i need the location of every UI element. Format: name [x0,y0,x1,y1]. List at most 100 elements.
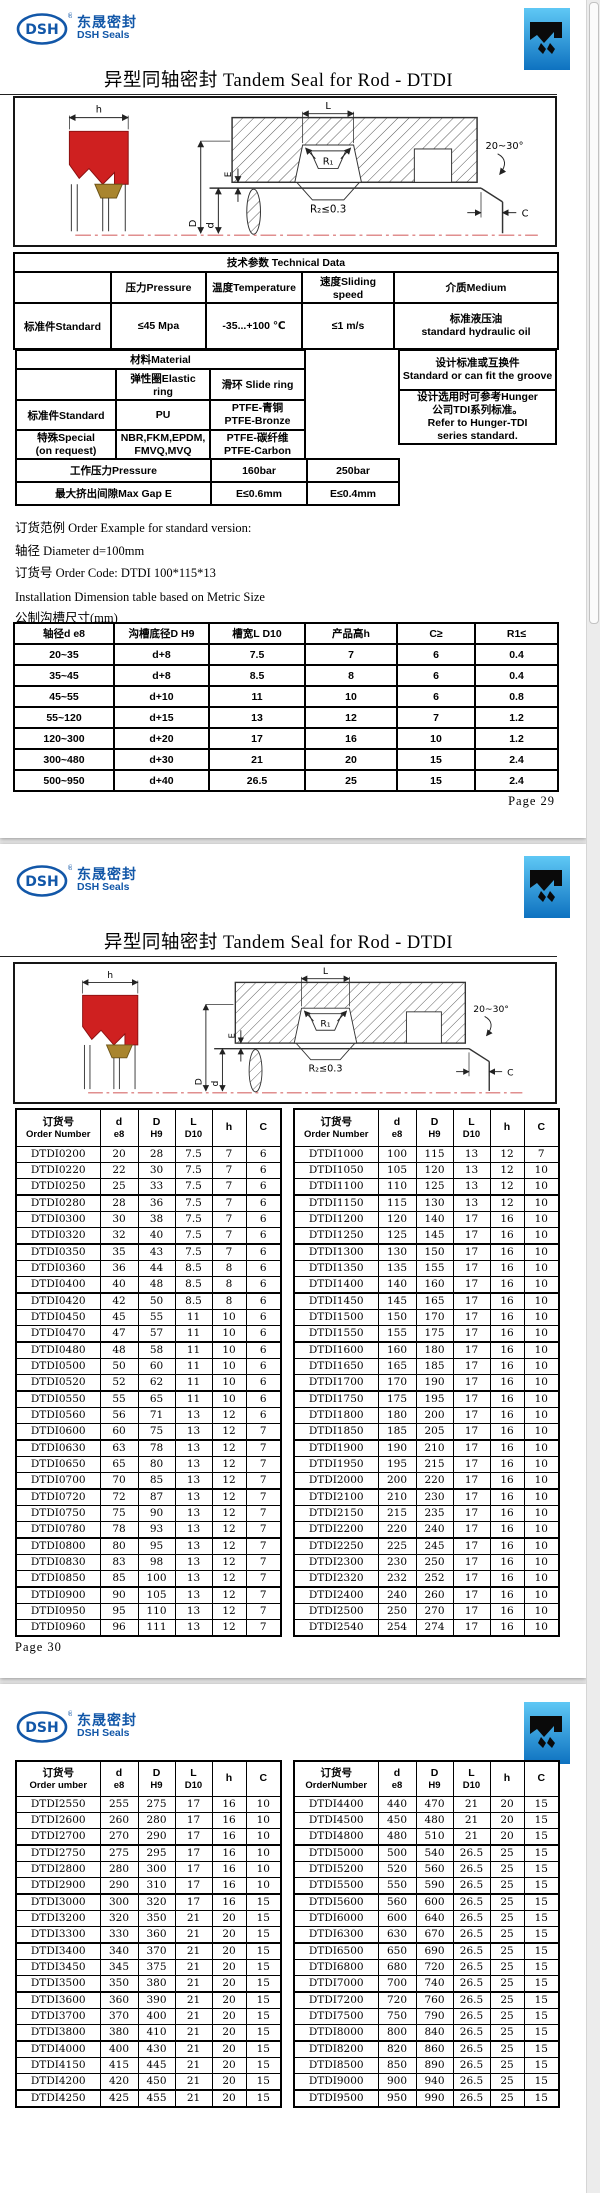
order-example-heading: 订货范例 Order Example for standard version: [15,521,252,535]
table-cell: 15 [245,1926,282,1944]
table-cell: 12 [211,1456,247,1473]
table-cell: 20 [211,1975,247,1993]
table-cell: 60 [137,1358,176,1375]
table-cell: 480 [415,1812,454,1829]
table-cell: 120 [377,1211,417,1228]
table-cell: 26.5 [452,2089,491,2108]
column-header: C [523,1760,560,1797]
table-cell: 10 [523,1341,560,1359]
table-cell: 10 [523,1211,560,1228]
table-cell: 205 [415,1423,454,1441]
table-cell: 6 [245,1194,282,1212]
table-cell: 13 [174,1505,213,1522]
table-cell: 12 [211,1603,247,1620]
table-cell: 350 [99,1975,139,1993]
table-cell: 7 [211,1146,247,1163]
table-cell: 50 [137,1292,176,1310]
table-cell: 6 [245,1146,282,1163]
table-cell: 13 [208,706,306,729]
table-cell: 13 [174,1619,213,1637]
table-cell: 7 [245,1472,282,1490]
table-cell: 740 [415,1975,454,1993]
table-cell: 63 [99,1439,139,1457]
table-cell: 56 [99,1407,139,1424]
table-cell: 330 [99,1926,139,1944]
table-caption: 技术参数 Technical Data [12,252,560,273]
table-cell: DTDI6300 [293,1926,379,1944]
table-cell: 压力Pressure [110,271,207,304]
table-cell: 15 [245,1942,282,1960]
table-cell: 380 [137,1975,176,1993]
table-cell: DTDI0960 [15,1619,101,1637]
table-cell: 20 [211,2008,247,2025]
table-cell: 6 [245,1325,282,1343]
table-cell: 190 [377,1439,417,1457]
table-cell: 44 [137,1260,176,1277]
table-cell: 16 [489,1276,525,1294]
scrollbar-thumb[interactable] [589,2,599,624]
table-cell: 120~300 [13,727,115,750]
table-cell: 13 [174,1554,213,1571]
table-cell: DTDI2300 [293,1554,379,1571]
table-cell: DTDI1000 [293,1146,379,1163]
table-cell: 70 [99,1472,139,1490]
technical-data-table: 技术参数 Technical Data 压力Pressure 温度Tempera… [12,252,560,350]
table-cell: 滑环 Slide ring [208,368,307,401]
table-cell: 17 [452,1276,491,1294]
order-example-diameter: 轴径 Diameter d=100mm [15,544,145,558]
table-cell: 7.5 [174,1243,213,1261]
table-cell: 16 [489,1586,525,1604]
table-cell: 252 [415,1570,454,1588]
table-cell: DTDI4800 [293,1828,379,1846]
table-cell: 590 [415,1877,454,1895]
table-cell: 15 [245,2024,282,2042]
table-cell: 130 [377,1243,417,1261]
table-cell: 160 [377,1341,417,1359]
table-cell: 21 [174,2008,213,2025]
table-cell: 90 [99,1586,139,1604]
table-cell: 17 [174,1796,213,1813]
table-cell: 12 [211,1407,247,1424]
table-cell: DTDI1900 [293,1439,379,1457]
page-title: 异型同轴密封 Tandem Seal for Rod - DTDI [103,933,454,953]
page-title: 异型同轴密封 Tandem Seal for Rod - DTDI [103,71,454,91]
table-cell: 125 [377,1227,417,1245]
table-cell: 155 [415,1260,454,1277]
table-cell: DTDI0450 [15,1309,101,1326]
table-cell: DTDI8200 [293,2040,379,2058]
table-cell: 274 [415,1619,454,1637]
table-cell: 125 [415,1178,454,1196]
table-cell: 115 [415,1146,454,1163]
table-cell: 900 [377,2073,417,2091]
table-cell: 375 [137,1959,176,1976]
table-cell: 26.5 [452,1877,491,1895]
table-cell: 10 [523,1439,560,1457]
table-cell: 17 [452,1243,491,1261]
table-cell: DTDI0720 [15,1488,101,1506]
table-cell: 600 [377,1910,417,1927]
logo-text-cn: 东晟密封 [77,14,137,31]
table-cell: 12 [304,706,398,729]
table-cell: 550 [377,1877,417,1895]
table-cell: 6 [396,685,476,708]
table-cell: 15 [523,1861,560,1878]
table-cell: 17 [452,1505,491,1522]
table-cell: 270 [99,1828,139,1846]
table-cell: 17 [452,1309,491,1326]
table-cell: 25 [489,2057,525,2074]
table-cell: 15 [245,2040,282,2058]
table-cell: DTDI2400 [293,1586,379,1604]
table-cell: 17 [452,1537,491,1555]
table-cell: 26.5 [452,1861,491,1878]
page-number: Page 29 [508,794,555,808]
scrollbar-track[interactable] [586,0,600,2193]
table-cell: DTDI0250 [15,1178,101,1196]
table-cell: 135 [377,1260,417,1277]
